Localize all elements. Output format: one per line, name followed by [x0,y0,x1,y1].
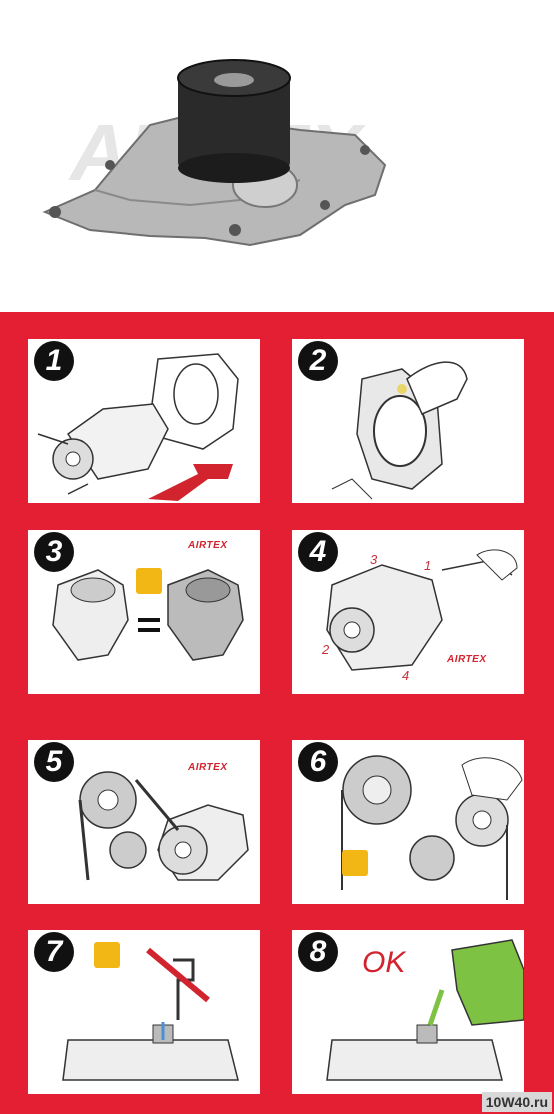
step-5-panel: AIRTEX 5 [28,740,260,904]
water-pump-image: AIRTEX [42,59,387,247]
instructions-area: 1 2 AIRTEX 3 [0,312,554,1114]
watermark: 10W40.ru [481,1092,552,1112]
bolt-order-4: 4 [402,668,410,683]
step-6-panel: 6 [292,740,524,904]
eye-inspect-icon [136,568,162,594]
step-8-panel: OK 8 [292,930,524,1094]
step-number-badge: 8 [298,932,338,972]
step-1-illustration [37,353,239,501]
step-3-panel: AIRTEX 3 [28,530,260,694]
step-4-illustration [326,549,518,671]
step-number-badge: 6 [298,742,338,782]
step-number-badge: 5 [34,742,74,782]
step-4-panel: 3 1 2 4 AIRTEX 4 [292,530,524,694]
step-1-panel: 1 [28,339,260,503]
brand-logo: AIRTEX [447,654,487,665]
step-6-illustration [341,755,523,900]
bolt-order-3: 3 [370,552,378,567]
ok-label: OK [362,946,406,979]
eye-inspect-icon [342,850,368,876]
step-number-badge: 1 [34,341,74,381]
brand-logo: AIRTEX [188,762,228,773]
step-8-illustration [326,939,524,1081]
step-7-illustration [62,947,239,1081]
step-5-illustration [78,771,249,881]
step-7-panel: 7 [28,930,260,1094]
step-2-panel: 2 [292,339,524,503]
step-number-badge: 7 [34,932,74,972]
eye-inspect-icon [94,942,120,968]
bolt-order-1: 1 [424,558,432,573]
step-number-badge: 2 [298,341,338,381]
product-photo: AIRTEX [0,0,554,312]
step-number-badge: 3 [34,532,74,572]
step-2-illustration [331,361,468,500]
step-3-illustration [52,569,244,661]
bolt-order-2: 2 [322,642,330,657]
step-number-badge: 4 [298,532,338,572]
brand-logo: AIRTEX [188,540,228,551]
